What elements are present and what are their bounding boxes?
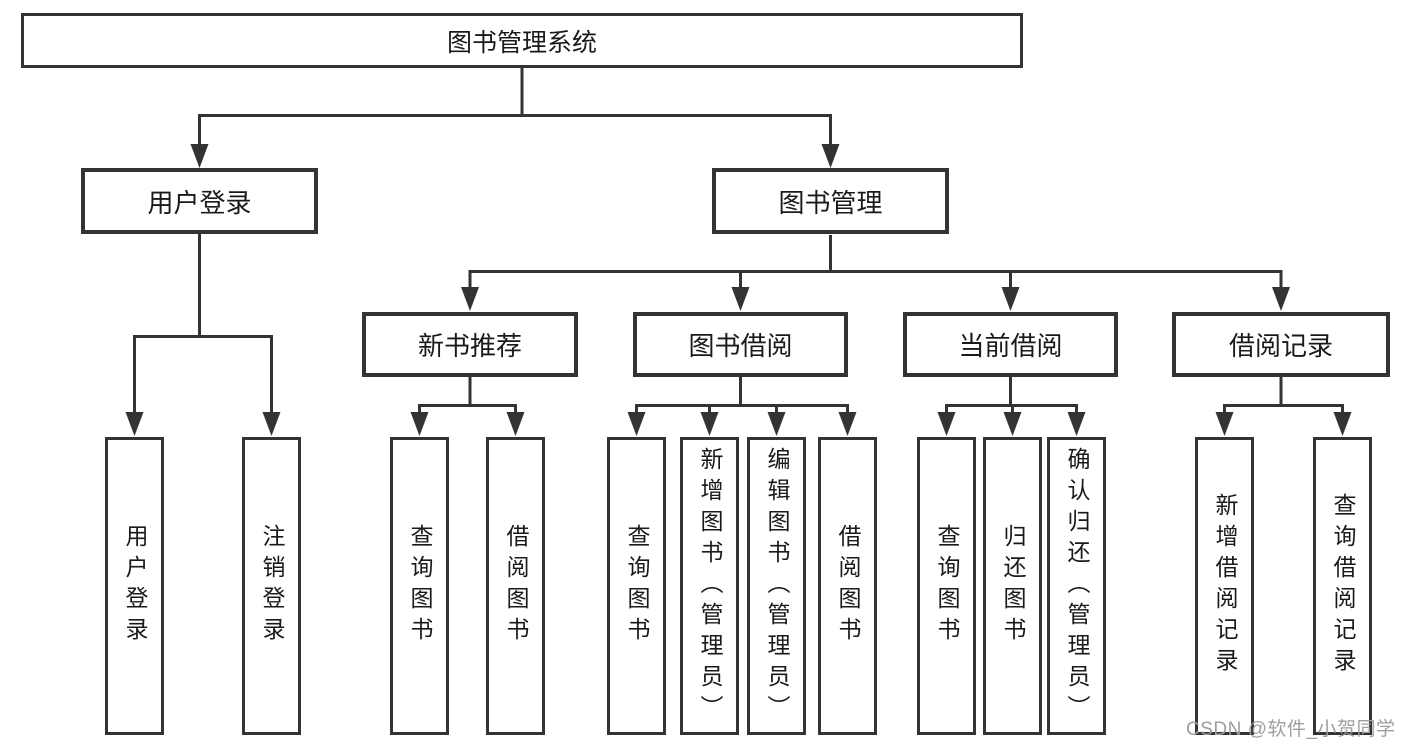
arrowhead — [627, 412, 646, 436]
arrowhead — [461, 287, 479, 311]
arrowhead — [262, 412, 281, 436]
arrowhead — [1215, 412, 1234, 436]
arrowhead — [1003, 412, 1022, 436]
arrowhead — [838, 412, 857, 436]
node-book-management: 图书管理 — [712, 168, 949, 234]
leaf-nbr-borrow-books: 借阅图书 — [486, 437, 545, 735]
leaf-bb-query-books: 查询图书 — [607, 437, 666, 735]
leaf-user-login: 用户登录 — [105, 437, 164, 735]
arrowhead — [410, 412, 429, 436]
arrowhead — [821, 144, 840, 168]
arrowhead — [1272, 287, 1290, 311]
node-current-borrowing: 当前借阅 — [903, 312, 1118, 377]
arrowhead — [731, 287, 750, 311]
arrowhead — [700, 412, 719, 436]
leaf-bb-edit-books-admin: 编辑图书（管理员） — [747, 437, 806, 735]
arrowhead — [1333, 412, 1352, 436]
node-new-book-recommendation: 新书推荐 — [362, 312, 578, 377]
leaf-bb-add-books-admin: 新增图书（管理员） — [680, 437, 739, 735]
arrowhead — [190, 144, 209, 168]
leaf-br-query-record: 查询借阅记录 — [1313, 437, 1372, 735]
node-borrowing-records: 借阅记录 — [1172, 312, 1390, 377]
node-book-borrowing: 图书借阅 — [633, 312, 848, 377]
node-library-management-system: 图书管理系统 — [21, 13, 1023, 68]
leaf-cb-confirm-return-admin: 确认归还（管理员） — [1047, 437, 1106, 735]
arrowhead — [125, 412, 144, 436]
arrowhead — [937, 412, 956, 436]
leaf-cb-query-books: 查询图书 — [917, 437, 976, 735]
leaf-cb-return-books: 归还图书 — [983, 437, 1042, 735]
arrowhead — [767, 412, 786, 436]
leaf-bb-borrow-books: 借阅图书 — [818, 437, 877, 735]
leaf-br-add-record: 新增借阅记录 — [1195, 437, 1254, 735]
node-user-login: 用户登录 — [81, 168, 318, 234]
leaf-nbr-query-books: 查询图书 — [390, 437, 449, 735]
leaf-logout: 注销登录 — [242, 437, 301, 735]
arrowhead — [506, 412, 525, 436]
arrowhead — [1067, 412, 1086, 436]
watermark: CSDN @软件_小贺同学 — [1186, 719, 1396, 740]
arrowhead — [1001, 287, 1020, 311]
